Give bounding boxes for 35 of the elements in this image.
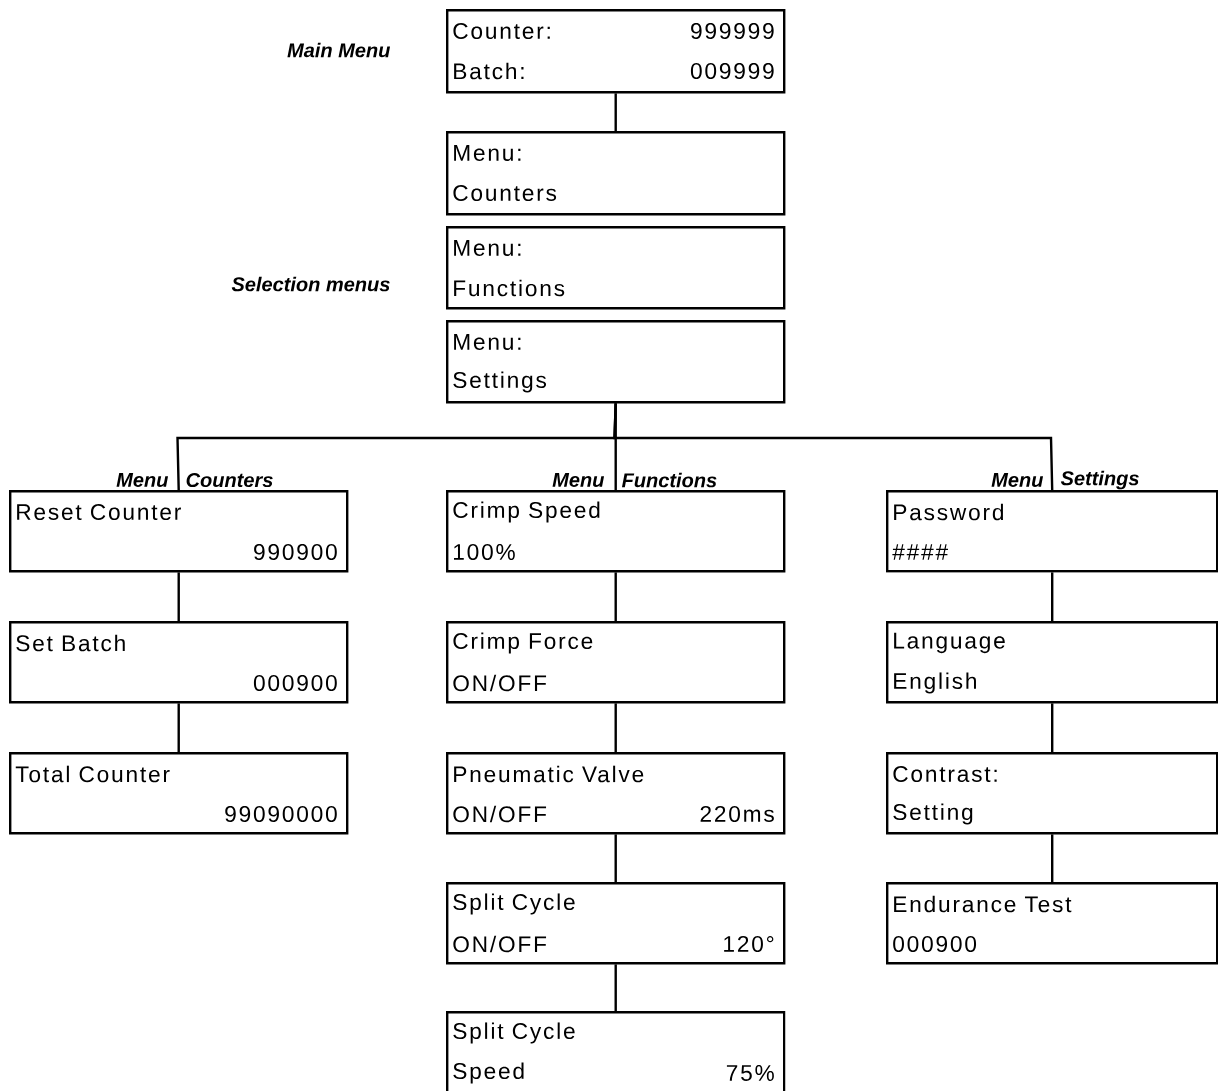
connector-line [614, 703, 617, 752]
menu-heading: Counters [186, 472, 273, 488]
display-box: Contrast: Setting [886, 752, 1218, 835]
connector-line [614, 93, 617, 131]
menu-heading: Menu [116, 473, 169, 487]
menu-heading: Settings [1060, 470, 1139, 490]
menu-heading: Functions [621, 472, 717, 488]
menu-heading: Menu [991, 473, 1044, 487]
display-box: Split Cycle Speed 75% [446, 1011, 786, 1091]
display-box: Crimp Speed 100% [446, 490, 786, 573]
menu-heading: Main Menu [287, 42, 391, 58]
connector-line [614, 964, 617, 1011]
display-box: Pneumatic Valve ON/OFF 220ms [446, 752, 786, 835]
menu-heading: Menu [552, 473, 605, 487]
display-box: Language English [886, 621, 1218, 704]
display-box: Endurance Test 000900 [886, 882, 1218, 965]
connector-line [177, 703, 180, 752]
connector-line [614, 572, 617, 621]
display-box: Crimp Force ON/OFF [446, 621, 786, 704]
display-box: Set Batch 000900 [9, 621, 349, 704]
connector-line [177, 572, 180, 621]
connector-line [1051, 834, 1054, 882]
display-box: Menu: Settings [446, 320, 786, 404]
connector-line [1051, 572, 1054, 621]
display-box: Menu: Functions [446, 226, 786, 310]
display-box: Counter: 999999 Batch: 009999 [446, 9, 786, 94]
connector-line [613, 403, 1054, 491]
display-box: Menu: Counters [446, 131, 786, 216]
display-box: Split Cycle ON/OFF 120° [446, 882, 786, 965]
display-box: Reset Counter 990900 [9, 490, 349, 573]
connector-line [614, 834, 617, 882]
display-box: Password #### [886, 490, 1218, 573]
connector-line [1051, 703, 1054, 752]
menu-heading: Selection menus [231, 276, 390, 292]
display-box: Total Counter 99090000 [9, 752, 349, 835]
